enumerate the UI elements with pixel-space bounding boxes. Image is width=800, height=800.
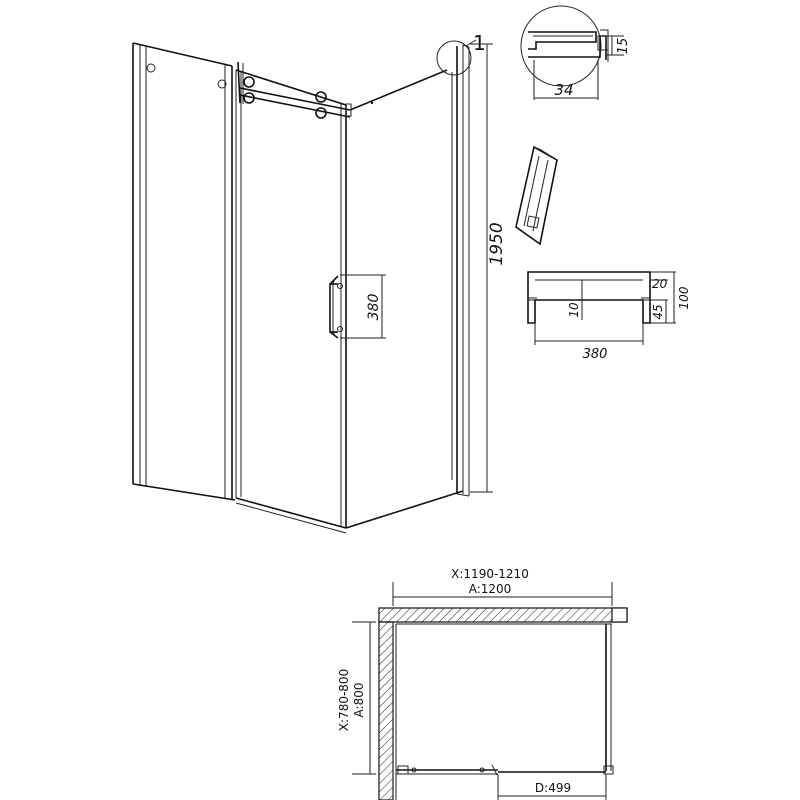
handle-top-label: 20: [652, 277, 668, 291]
handle-length-label: 380: [366, 294, 382, 321]
plan-door-width-label: D:499: [535, 781, 571, 795]
enclosure-elevation: 380 1 1950: [132, 31, 507, 534]
sliding-rail: [237, 61, 374, 119]
handle-perspective: [515, 145, 558, 246]
back-wall: [378, 607, 628, 623]
height-label: 1950: [487, 222, 507, 265]
sliding-door-panel: [235, 69, 347, 534]
left-wall: [378, 621, 394, 800]
plan-y-range-label: X:780-800: [337, 669, 351, 731]
handle-inner-label: 10: [567, 302, 581, 318]
profile-detail: 34 15: [520, 5, 631, 100]
handle-length-dimension: 380: [340, 274, 386, 339]
handle-height-label: 100: [677, 286, 691, 309]
plan-a-depth-label: A:800: [352, 683, 366, 718]
handle-detail-length-label: 380: [583, 347, 608, 362]
plan-a-width-label: A:1200: [469, 582, 512, 596]
side-glass-panel: [345, 44, 470, 529]
handle-detail: 10 380 20 45 100: [527, 271, 691, 362]
corner-profile-callout: 1: [436, 31, 486, 76]
plan-view: X:1190-1210 A:1200 X:780-800 A:800 D:499: [337, 567, 628, 800]
profile-gap-label: 15: [616, 38, 631, 55]
handle-bottom-label: 45: [651, 304, 665, 319]
profile-width-label: 34: [554, 81, 573, 99]
plan-x-range-label: X:1190-1210: [451, 567, 529, 581]
fixed-glass-panel: [132, 42, 236, 501]
door-handle: [329, 275, 343, 339]
height-dimension: 1950: [470, 43, 507, 493]
callout-number: 1: [473, 31, 486, 55]
